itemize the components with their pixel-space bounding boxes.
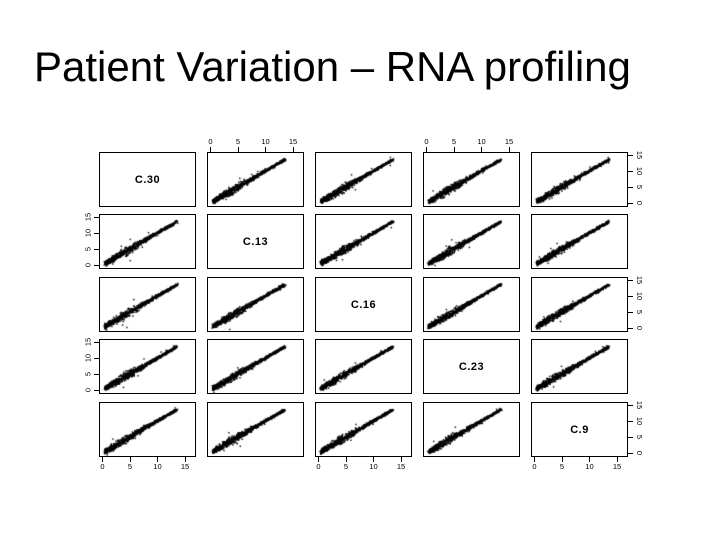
axis-tick-mark xyxy=(628,202,633,204)
matrix-diagonal-panel: C.30 xyxy=(99,152,196,207)
axis-tick-mark xyxy=(628,279,633,281)
sample-name-label: C.23 xyxy=(458,360,485,373)
axis-tick-mark xyxy=(94,232,99,234)
matrix-scatter-panel-C.23-vs-C.9 xyxy=(531,339,628,394)
matrix-scatter-panel-C.23-vs-C.13 xyxy=(207,339,304,394)
matrix-diagonal-panel: C.9 xyxy=(531,402,628,457)
x-axis-tick-label-bottom: 10 xyxy=(153,462,162,471)
y-axis-tick-label-right: 5 xyxy=(634,434,644,440)
y-axis-tick-label-right: 15 xyxy=(634,400,644,410)
x-axis-tick-label-bottom: 15 xyxy=(180,462,190,471)
y-axis-tick-label-right: 10 xyxy=(634,291,644,301)
x-axis-tick-label-bottom: 5 xyxy=(127,462,133,471)
y-axis-tick-label-right: 15 xyxy=(634,275,644,285)
axis-tick-mark xyxy=(628,404,633,406)
axis-tick-mark xyxy=(628,436,633,438)
x-axis-tick-label-top: 10 xyxy=(477,137,486,146)
x-axis-tick-label-bottom: 10 xyxy=(369,462,378,471)
y-axis-tick-label-right: 0 xyxy=(634,450,644,456)
matrix-scatter-panel-C.16-vs-C.30 xyxy=(99,277,196,332)
axis-tick-mark xyxy=(94,357,99,359)
y-axis-tick-label-right: 5 xyxy=(634,184,644,190)
y-axis-tick-label-right: 15 xyxy=(634,150,644,160)
matrix-scatter-panel-C.13-vs-C.9 xyxy=(531,214,628,269)
axis-tick-mark xyxy=(508,147,510,152)
matrix-diagonal-panel: C.16 xyxy=(315,277,412,332)
sample-name-label: C.30 xyxy=(134,173,161,186)
axis-tick-mark xyxy=(628,186,633,188)
y-axis-tick-label-left: 10 xyxy=(83,228,93,238)
y-axis-tick-label-left: 15 xyxy=(83,337,93,347)
axis-tick-mark xyxy=(481,147,482,152)
matrix-scatter-panel-C.9-vs-C.23 xyxy=(423,402,520,457)
axis-tick-mark xyxy=(628,170,633,172)
y-axis-tick-label-right: 0 xyxy=(634,200,644,206)
axis-tick-mark xyxy=(237,147,239,152)
matrix-scatter-panel-C.30-vs-C.9 xyxy=(531,152,628,207)
y-axis-tick-label-right: 0 xyxy=(634,325,644,331)
axis-tick-mark xyxy=(292,147,294,152)
matrix-scatter-panel-C.13-vs-C.16 xyxy=(315,214,412,269)
axis-tick-mark xyxy=(628,452,633,454)
y-axis-tick-label-right: 10 xyxy=(634,416,644,426)
matrix-scatter-panel-C.16-vs-C.13 xyxy=(207,277,304,332)
x-axis-tick-label-bottom: 15 xyxy=(396,462,406,471)
x-axis-tick-label-top: 5 xyxy=(235,137,241,146)
sample-name-label: C.16 xyxy=(350,298,377,311)
matrix-diagonal-panel: C.13 xyxy=(207,214,304,269)
axis-tick-mark xyxy=(94,341,99,343)
y-axis-tick-label-left: 5 xyxy=(83,371,93,377)
matrix-scatter-panel-C.16-vs-C.9 xyxy=(531,277,628,332)
x-axis-tick-label-top: 15 xyxy=(288,137,298,146)
axis-tick-mark xyxy=(426,147,427,152)
y-axis-tick-label-left: 5 xyxy=(83,246,93,252)
y-axis-tick-label-left: 0 xyxy=(83,387,93,393)
axis-tick-mark xyxy=(94,248,99,250)
x-axis-tick-label-bottom: 0 xyxy=(532,462,537,471)
axis-tick-mark xyxy=(265,147,266,152)
matrix-scatter-panel-C.30-vs-C.13 xyxy=(207,152,304,207)
axis-tick-mark xyxy=(628,154,633,156)
x-axis-tick-label-bottom: 0 xyxy=(316,462,321,471)
axis-tick-mark xyxy=(94,373,99,375)
y-axis-tick-label-left: 0 xyxy=(83,262,93,268)
matrix-scatter-panel-C.13-vs-C.23 xyxy=(423,214,520,269)
x-axis-tick-label-bottom: 5 xyxy=(559,462,565,471)
y-axis-tick-label-right: 10 xyxy=(634,166,644,176)
axis-tick-mark xyxy=(94,389,99,391)
x-axis-tick-label-bottom: 0 xyxy=(100,462,105,471)
matrix-scatter-panel-C.23-vs-C.30 xyxy=(99,339,196,394)
matrix-scatter-panel-C.9-vs-C.13 xyxy=(207,402,304,457)
matrix-scatter-panel-C.30-vs-C.23 xyxy=(423,152,520,207)
sample-name-label: C.13 xyxy=(242,235,269,248)
matrix-scatter-panel-C.23-vs-C.16 xyxy=(315,339,412,394)
matrix-scatter-panel-C.13-vs-C.30 xyxy=(99,214,196,269)
matrix-scatter-panel-C.9-vs-C.30 xyxy=(99,402,196,457)
x-axis-tick-label-bottom: 10 xyxy=(585,462,594,471)
x-axis-tick-label-top: 10 xyxy=(261,137,270,146)
x-axis-tick-label-top: 0 xyxy=(208,137,213,146)
axis-tick-mark xyxy=(628,327,633,329)
x-axis-tick-label-top: 0 xyxy=(424,137,429,146)
axis-tick-mark xyxy=(453,147,455,152)
sample-name-label: C.9 xyxy=(570,423,589,436)
y-axis-tick-label-right: 5 xyxy=(634,309,644,315)
axis-tick-mark xyxy=(94,264,99,266)
axis-tick-mark xyxy=(94,216,99,218)
x-axis-tick-label-top: 15 xyxy=(504,137,514,146)
matrix-scatter-panel-C.16-vs-C.23 xyxy=(423,277,520,332)
matrix-diagonal-panel: C.23 xyxy=(423,339,520,394)
x-axis-tick-label-top: 5 xyxy=(451,137,457,146)
axis-tick-mark xyxy=(628,295,633,297)
axis-tick-mark xyxy=(628,311,633,313)
x-axis-tick-label-bottom: 5 xyxy=(343,462,349,471)
y-axis-tick-label-left: 10 xyxy=(83,353,93,363)
x-axis-tick-label-bottom: 15 xyxy=(612,462,622,471)
y-axis-tick-label-left: 15 xyxy=(83,212,93,222)
matrix-scatter-panel-C.9-vs-C.16 xyxy=(315,402,412,457)
axis-tick-mark xyxy=(210,147,211,152)
axis-tick-mark xyxy=(628,420,633,422)
matrix-scatter-panel-C.30-vs-C.16 xyxy=(315,152,412,207)
